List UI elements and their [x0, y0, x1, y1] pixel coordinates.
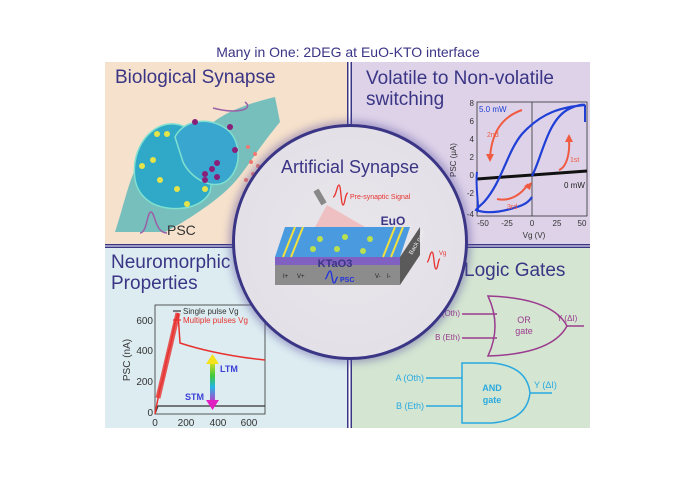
svg-text:0: 0: [147, 408, 153, 419]
and-input-a: A (Oth): [395, 373, 424, 383]
artificial-synapse-circle: Artificial Synapse Pre-synaptic Signal E…: [232, 124, 468, 360]
svg-text:6: 6: [470, 117, 475, 126]
contact-i-plus: I+: [283, 274, 289, 280]
vg-label: Vg: [439, 251, 446, 257]
svg-text:-2: -2: [467, 189, 475, 198]
psc-label: PSC: [167, 222, 196, 238]
svg-text:400: 400: [210, 418, 227, 428]
svg-text:4: 4: [470, 135, 475, 144]
euo-label: EuO: [381, 214, 406, 228]
center-title: Artificial Synapse: [280, 157, 420, 177]
svg-text:600: 600: [136, 316, 153, 327]
pre-synaptic-label: Pre-synaptic Signal: [350, 194, 411, 201]
contact-v-plus: V+: [297, 274, 305, 280]
svg-text:200: 200: [136, 377, 153, 388]
svg-text:-4: -4: [467, 210, 475, 219]
svg-text:2: 2: [470, 153, 475, 162]
synapse-illustration: PSC: [115, 97, 280, 238]
svg-text:0: 0: [152, 418, 158, 428]
svg-text:600: 600: [241, 418, 258, 428]
y-axis-label: PSC (μA): [449, 143, 458, 177]
svg-text:50: 50: [578, 219, 587, 228]
x-axis-label: Vg (V): [523, 231, 546, 240]
or-input-b: B (Eth): [435, 333, 460, 342]
svg-text:0: 0: [530, 219, 535, 228]
svg-text:8: 8: [470, 99, 475, 108]
or-label-gate: gate: [515, 326, 533, 336]
psc-out-label: PSC: [340, 277, 354, 284]
contact-i-minus: I-: [387, 274, 391, 280]
panel-title-line1: Volatile to Non-volatile: [366, 68, 554, 89]
ktao3-label: KTaO3: [318, 258, 353, 270]
logic-gates-diagram: A (Oth) B (Eth) OR gate Y (ΔI) A (Oth) B…: [395, 295, 584, 424]
contact-v-minus: V-: [375, 274, 381, 280]
stm-label: STM: [185, 392, 204, 402]
ltm-label: LTM: [220, 364, 238, 374]
and-label: AND: [482, 383, 502, 393]
panel-title-line2: switching: [366, 89, 445, 110]
legend-multiple: Multiple pulses Vg: [183, 316, 248, 325]
legend-single: Single pulse Vg: [183, 307, 239, 316]
panel-title-line1: Neuromorphic: [111, 252, 231, 273]
or-label: OR: [517, 315, 531, 325]
svg-text:25: 25: [553, 219, 562, 228]
annotation-1st: 1st: [570, 157, 579, 164]
hysteresis-chart: 8 6 4 2 0 -2 -4 -50 -25 0 25 50 Vg (V) PSC (μA) 5.…: [449, 99, 588, 240]
panel-title-line2: Properties: [111, 273, 198, 294]
and-input-b: B (Eth): [396, 401, 424, 411]
svg-text:0: 0: [470, 171, 475, 180]
annotation-0mw: 0 mW: [564, 181, 585, 190]
annotation-3rd: 3rd: [507, 204, 517, 211]
or-output: Y (ΔI): [557, 314, 578, 323]
y-axis-label: PSC (nA): [122, 339, 133, 381]
svg-text:200: 200: [178, 418, 195, 428]
and-label-gate: gate: [483, 395, 502, 405]
panel-title: Logic Gates: [464, 260, 566, 281]
svg-text:400: 400: [136, 346, 153, 357]
annotation-5mw: 5.0 mW: [479, 105, 507, 114]
and-output: Y (ΔI): [534, 380, 557, 390]
device-illustration: Pre-synaptic Signal EuO KTaO3 Back gate …: [275, 184, 446, 285]
annotation-2nd: 2nd: [487, 132, 499, 139]
svg-text:-25: -25: [501, 219, 513, 228]
panel-title: Biological Synapse: [115, 67, 276, 88]
figure-title: Many in One: 2DEG at EuO-KTO interface: [216, 44, 480, 60]
svg-text:-50: -50: [477, 219, 489, 228]
or-input-a: A (Oth): [435, 309, 461, 318]
